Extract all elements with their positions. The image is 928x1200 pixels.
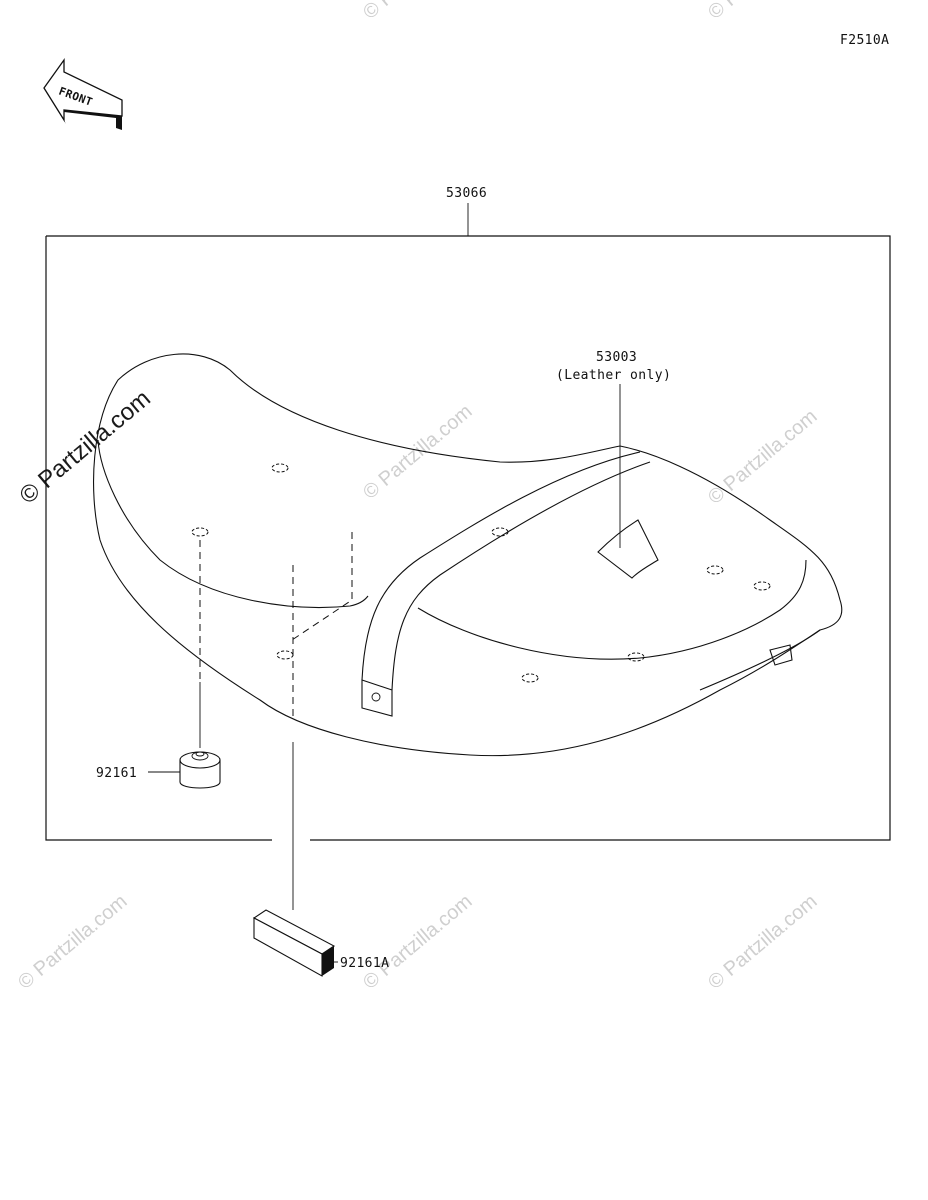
mount-hole [627, 652, 645, 662]
rear-tab [769, 644, 793, 666]
mount-hole [191, 527, 209, 537]
mount-hole [753, 581, 771, 591]
mount-hole [521, 673, 539, 683]
watermark: © Partzilla.com [359, 0, 476, 24]
seat-outline [92, 353, 843, 757]
label-92161a: 92161A [340, 956, 389, 971]
strap-bracket [361, 679, 393, 717]
watermark: © Partzilla.com [359, 400, 476, 503]
strap-front [361, 451, 641, 681]
watermark: © Partzilla.com [14, 890, 131, 993]
diagram-code: F2510A [840, 33, 889, 48]
mount-hole [271, 463, 289, 473]
assembly-box [45, 235, 891, 841]
mount-hole [706, 565, 724, 575]
seat-inner-edge [97, 439, 369, 608]
watermark-main: © Partzilla.com [15, 385, 156, 510]
label-53003-note: (Leather only) [556, 368, 671, 383]
damper-92161 [179, 751, 221, 789]
cover-patch [597, 519, 659, 579]
label-92161: 92161 [96, 766, 137, 781]
watermark: © Partzilla.com [704, 890, 821, 993]
mount-hole [276, 650, 294, 660]
label-53003: 53003 [596, 350, 637, 365]
dash-line-inner [291, 532, 353, 641]
label-53066: 53066 [446, 186, 487, 201]
strap-bolt [371, 692, 381, 702]
damper-92161a [252, 909, 336, 977]
watermark: © Partzilla.com [704, 405, 821, 508]
front-arrow-icon: FRONT [43, 57, 123, 130]
seat-flange [699, 629, 821, 691]
mount-hole [491, 527, 509, 537]
watermark: © Partzilla.com [359, 890, 476, 993]
strap-back [391, 461, 651, 691]
watermarks: © Partzilla.com © Partzilla.com © Partzi… [14, 0, 821, 994]
passenger-edge [417, 559, 807, 660]
watermark: © Partzilla.com [704, 0, 821, 24]
